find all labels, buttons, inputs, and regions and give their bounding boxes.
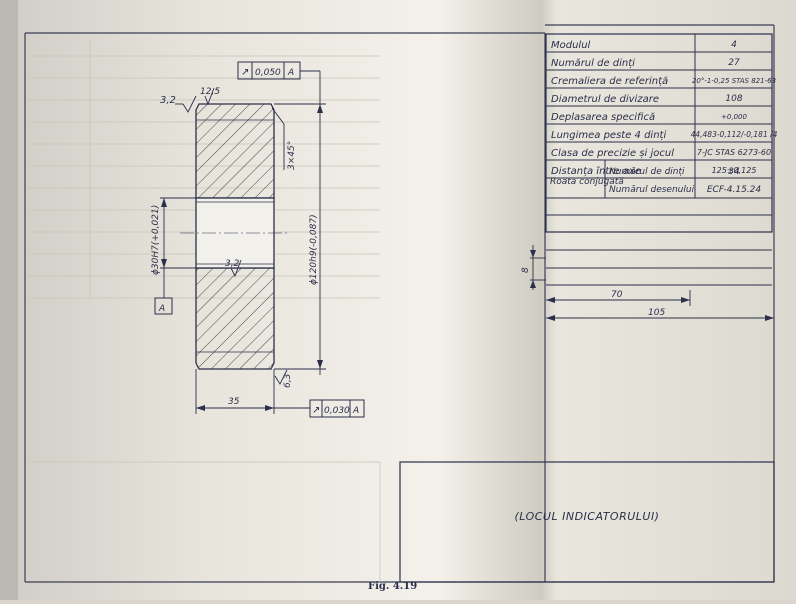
bore-diameter-label: ϕ30H7(+0,021) xyxy=(151,205,161,275)
dim-8: 8 xyxy=(521,267,531,273)
tolerance-top-value: 0,050 xyxy=(255,68,281,78)
chamfer-label: 3×45° xyxy=(287,141,297,170)
drawing-frame xyxy=(24,32,546,583)
row-value-diametrul: 108 xyxy=(725,94,742,104)
roughness-mid: 3,2 xyxy=(225,259,240,269)
row-value-clasa: 7-JC STAS 6273-60 xyxy=(697,148,771,157)
tolerance-top-symbol: ↗ xyxy=(241,67,249,78)
row-label-deplasarea: Deplasarea specifică xyxy=(551,112,655,123)
tolerance-bottom-value: 0,030 xyxy=(324,406,350,416)
roughness-top: 12,5 xyxy=(200,87,220,97)
tolerance-frame-top: ↗ 0,050 A xyxy=(237,61,301,80)
dimension-lines xyxy=(160,70,774,414)
roughness-bottom: 6,3 xyxy=(283,373,293,388)
row-value-cremaliera: 20°-1-0,25 STAS 821-63 xyxy=(692,77,776,85)
gear-lower-section xyxy=(195,267,275,370)
tolerance-bottom-symbol: ↗ xyxy=(312,405,320,416)
conj-value-desen: ECF-4.15.24 xyxy=(707,185,762,195)
roughness-left: 3,2 xyxy=(160,95,176,106)
row-label-lungimea: Lungimea peste 4 dinți xyxy=(551,130,666,141)
outer-diameter-label: ϕ120h9(-0,087) xyxy=(309,214,319,285)
tolerance-bottom-datum: A xyxy=(352,406,359,416)
bleed-through-lines xyxy=(28,40,381,582)
row-label-numar-dinti: Numărul de dinți xyxy=(551,58,635,69)
title-block-area xyxy=(399,461,775,583)
gear-data-table: Modulul 4 Numărul de dinți 27 Cremaliera… xyxy=(545,33,778,286)
title-block-placeholder: (LOCUL INDICATORULUI) xyxy=(514,510,660,523)
paper-edge xyxy=(0,0,18,600)
row-label-clasa: Clasa de precizie și jocul xyxy=(551,148,674,159)
datum-label: A xyxy=(158,304,165,314)
tolerance-frame-bottom: ↗ 0,030 A xyxy=(309,399,365,418)
conj-label-dinti: Numărul de dinți xyxy=(609,167,685,177)
width-dimension: 35 xyxy=(228,397,240,407)
figure-caption: Fig. 4.19 xyxy=(368,581,418,592)
row-value-lungimea: 44,483-0,112/-0,181 /4 xyxy=(691,130,778,139)
dim-70: 70 xyxy=(611,290,623,300)
conjugate-wheel-label: Roata conjugată xyxy=(550,177,624,187)
arrowheads xyxy=(161,104,774,411)
dim-105: 105 xyxy=(648,308,665,318)
row-label-distanta: Distanța între axe xyxy=(551,165,641,177)
datum-box xyxy=(154,297,173,315)
row-value-numar-dinti: 27 xyxy=(728,58,740,68)
gear-upper-section xyxy=(195,103,275,199)
row-value-distanta: 125±0,125 xyxy=(712,166,757,175)
gear-section xyxy=(180,103,290,370)
conj-value-dinti: 34 xyxy=(728,167,740,177)
row-value-modulul: 4 xyxy=(731,40,737,50)
row-label-cremaliera: Cremaliera de referință xyxy=(551,76,668,87)
tolerance-top-datum: A xyxy=(287,68,294,78)
row-label-diametrul: Diametrul de divizare xyxy=(551,94,659,105)
row-label-modulul: Modulul xyxy=(551,40,591,51)
row-value-deplasarea: +0,000 xyxy=(721,113,747,121)
conj-label-desen: Numărul desenului xyxy=(609,185,695,195)
